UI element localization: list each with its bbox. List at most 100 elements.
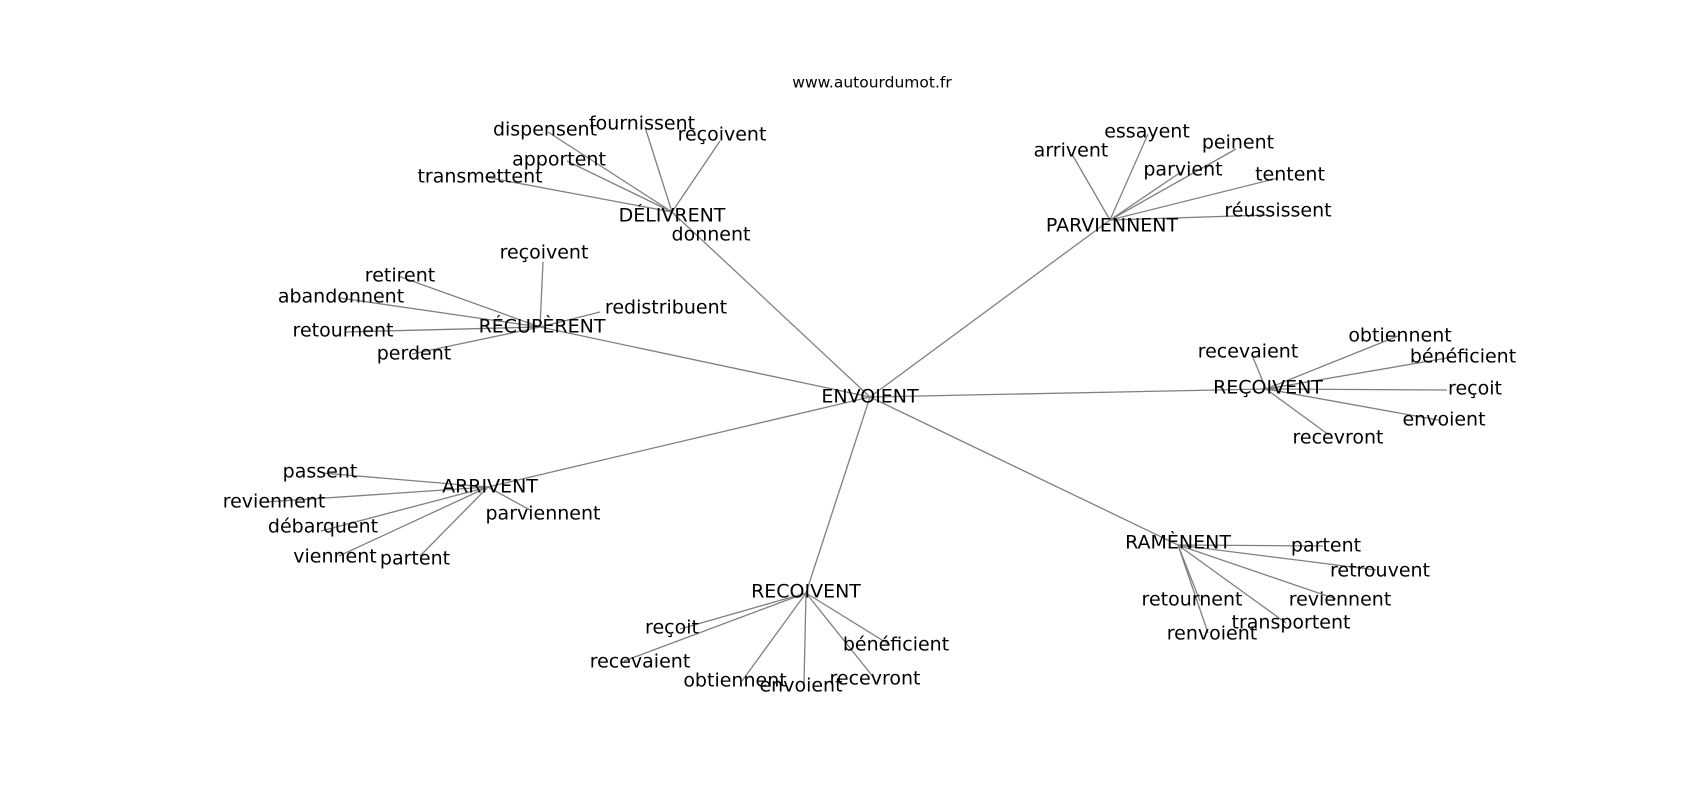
leaf-node-ramenent-4: transportent <box>1232 612 1351 634</box>
leaf-node-recoivent-plain-2: recevaient <box>590 651 691 673</box>
leaf-node-recoivent-plain-1: bénéficient <box>843 634 949 656</box>
leaf-node-arrivent-4: viennent <box>293 546 376 568</box>
leaf-node-recuperent-0: reçoivent <box>500 242 589 264</box>
labels-layer: www.autourdumot.fr DÉLIVRENTfournissentd… <box>223 74 1516 697</box>
leaf-node-parviennent-0: essayent <box>1104 121 1190 143</box>
leaf-node-recoivent-accent-1: recevaient <box>1198 341 1299 363</box>
edge-recuperent-leaf-0 <box>539 261 544 328</box>
edge-parviennent-leaf-4 <box>1109 177 1279 221</box>
leaf-node-arrivent-5: partent <box>380 548 450 570</box>
leaf-node-parviennent-2: peinent <box>1202 132 1274 154</box>
edge-center-ramenent <box>869 396 1179 546</box>
edge-recuperent-leaf-1 <box>397 275 541 328</box>
edge-delivrent-leaf-4 <box>484 176 673 213</box>
edge-center-recoivent-plain <box>805 396 871 594</box>
edge-recoivent-plain-leaf-1 <box>805 592 891 646</box>
leaf-node-parviennent-5: réussissent <box>1224 200 1331 222</box>
edge-ramenent-leaf-0 <box>1177 544 1324 547</box>
leaf-node-recoivent-accent-3: reçoit <box>1448 378 1502 400</box>
edge-recoivent-accent-leaf-1 <box>1251 354 1267 390</box>
leaf-node-ramenent-3: reviennent <box>1289 589 1392 611</box>
node-recuperent: RÉCUPÈRENT <box>479 315 606 338</box>
leaf-node-ramenent-5: renvoient <box>1167 623 1257 645</box>
leaf-node-recoivent-plain-5: envoient <box>759 675 842 697</box>
leaf-node-arrivent-0: passent <box>283 461 358 483</box>
leaf-node-recoivent-plain-0: reçoit <box>645 617 699 639</box>
node-ramenent: RAMÈNENT <box>1125 531 1231 554</box>
node-arrivent: ARRIVENT <box>442 476 538 498</box>
leaf-node-ramenent-2: retournent <box>1142 589 1243 611</box>
edge-ramenent-leaf-1 <box>1177 544 1377 571</box>
edge-ramenent-leaf-4 <box>1177 544 1287 624</box>
edge-parviennent-leaf-5 <box>1109 214 1269 221</box>
edge-parviennent-leaf-1 <box>1072 155 1111 221</box>
edge-delivrent-leaf-5 <box>671 211 681 222</box>
edge-recoivent-plain-leaf-5 <box>803 592 807 685</box>
leaf-node-parviennent-1: arrivent <box>1034 140 1109 162</box>
edge-arrivent-leaf-1 <box>265 486 489 503</box>
center-node: ENVOIENT <box>821 386 919 408</box>
edge-ramenent-leaf-3 <box>1177 544 1337 600</box>
edge-delivrent-leaf-0 <box>644 126 673 213</box>
edge-arrivent-leaf-2 <box>487 486 531 511</box>
leaf-node-arrivent-2: parviennent <box>486 503 601 525</box>
edge-recoivent-accent-leaf-0 <box>1265 335 1399 390</box>
edge-delivrent-leaf-3 <box>566 160 673 213</box>
node-recoivent-plain: RECOIVENT <box>751 581 861 603</box>
edge-recoivent-accent-leaf-5 <box>1265 388 1330 436</box>
leaf-node-delivrent-1: dispensent <box>493 119 597 141</box>
edge-recoivent-plain-leaf-0 <box>679 592 807 630</box>
edge-center-recoivent-accent <box>869 388 1267 398</box>
leaf-node-parviennent-3: parvient <box>1143 159 1222 181</box>
leaf-node-recoivent-plain-3: obtiennent <box>683 670 786 692</box>
leaf-node-recoivent-accent-0: obtiennent <box>1348 325 1451 347</box>
leaf-node-ramenent-0: partent <box>1291 535 1361 557</box>
edge-center-recuperent <box>539 326 871 398</box>
leaf-node-recuperent-1: retirent <box>365 265 435 287</box>
leaf-node-delivrent-4: transmettent <box>417 166 542 188</box>
edge-center-delivrent <box>671 211 871 398</box>
leaf-node-recoivent-accent-2: bénéficient <box>1410 346 1516 368</box>
leaf-node-delivrent-0: fournissent <box>589 113 695 135</box>
node-recoivent-accent: REÇOIVENT <box>1213 377 1323 399</box>
site-watermark: www.autourdumot.fr <box>792 74 952 92</box>
edge-recoivent-plain-leaf-3 <box>741 592 807 682</box>
leaf-node-delivrent-3: apportent <box>512 149 606 171</box>
edge-arrivent-leaf-3 <box>320 486 489 532</box>
edge-delivrent-leaf-2 <box>671 140 721 213</box>
node-parviennent: PARVIENNENT <box>1046 215 1179 237</box>
edge-parviennent-leaf-0 <box>1109 133 1149 221</box>
leaf-node-recoivent-accent-5: recevront <box>1293 427 1384 449</box>
edge-recuperent-leaf-4 <box>344 326 541 333</box>
edge-arrivent-leaf-0 <box>321 472 489 488</box>
edge-recoivent-plain-leaf-4 <box>805 592 875 679</box>
edge-parviennent-leaf-3 <box>1109 171 1182 221</box>
edge-recoivent-accent-leaf-3 <box>1265 388 1448 391</box>
leaf-node-parviennent-4: tentent <box>1255 164 1325 186</box>
edge-recoivent-plain-leaf-2 <box>623 592 807 662</box>
node-delivrent: DÉLIVRENT <box>619 204 726 227</box>
leaf-node-recuperent-4: retournent <box>293 320 394 342</box>
edge-recuperent-leaf-5 <box>411 326 541 355</box>
leaf-node-recuperent-2: abandonnent <box>278 286 404 308</box>
edge-ramenent-leaf-5 <box>1177 544 1209 634</box>
edge-recuperent-leaf-2 <box>339 297 541 328</box>
edge-recoivent-accent-leaf-2 <box>1265 356 1454 390</box>
edge-recuperent-leaf-3 <box>539 311 601 328</box>
leaf-node-ramenent-1: retrouvent <box>1330 560 1430 582</box>
leaf-node-delivrent-5: donnent <box>672 224 751 246</box>
edge-delivrent-leaf-1 <box>547 131 673 213</box>
leaf-node-arrivent-1: reviennent <box>223 491 326 513</box>
edge-arrivent-leaf-4 <box>338 486 489 557</box>
leaf-node-arrivent-3: débarquent <box>268 516 378 538</box>
edge-arrivent-leaf-5 <box>419 486 489 557</box>
leaf-node-recuperent-5: perdent <box>377 343 451 365</box>
leaf-node-recuperent-3: redistribuent <box>605 297 727 319</box>
leaf-node-delivrent-2: reçoivent <box>678 124 767 146</box>
leaf-node-recoivent-plain-4: recevront <box>830 668 921 690</box>
leaf-node-recoivent-accent-4: envoient <box>1402 409 1485 431</box>
edges-layer <box>265 126 1454 685</box>
edge-center-arrivent <box>487 396 871 488</box>
edge-parviennent-leaf-2 <box>1109 148 1237 221</box>
